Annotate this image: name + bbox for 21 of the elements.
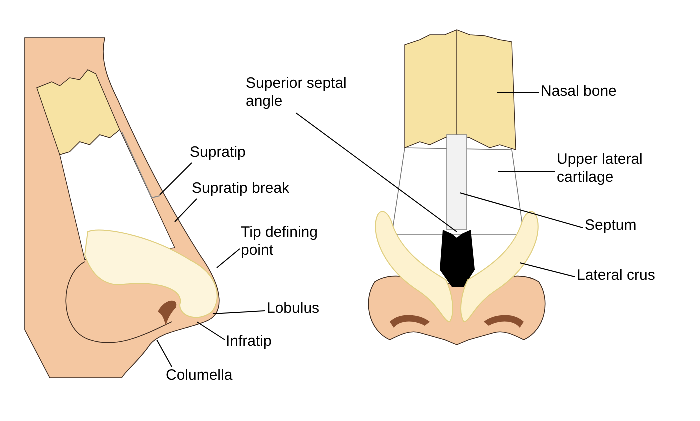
part-label: Supratip break [192,180,291,198]
leader-line [460,192,584,228]
leader-line [156,340,172,368]
part-label: Nasal bone [541,83,618,101]
part-label: Lateral crus [577,267,656,285]
leader-line [520,262,576,278]
part-label: Lobulus [267,300,321,318]
part-label: Infratip [226,333,273,351]
leader-line [496,92,540,94]
part-label: Tip defining point [241,224,319,260]
leader-line [296,112,458,232]
leader-line [160,162,192,196]
part-label: Septum [585,217,638,235]
part-label: Supratip [190,144,247,162]
part-label: Upper lateral cartilage [557,151,644,187]
leader-line [212,310,266,314]
leader-line [216,248,240,268]
leader-line [174,198,198,222]
part-label: Superior septal angle [246,75,348,111]
part-label: Columella [166,367,234,385]
leader-line [196,322,226,340]
